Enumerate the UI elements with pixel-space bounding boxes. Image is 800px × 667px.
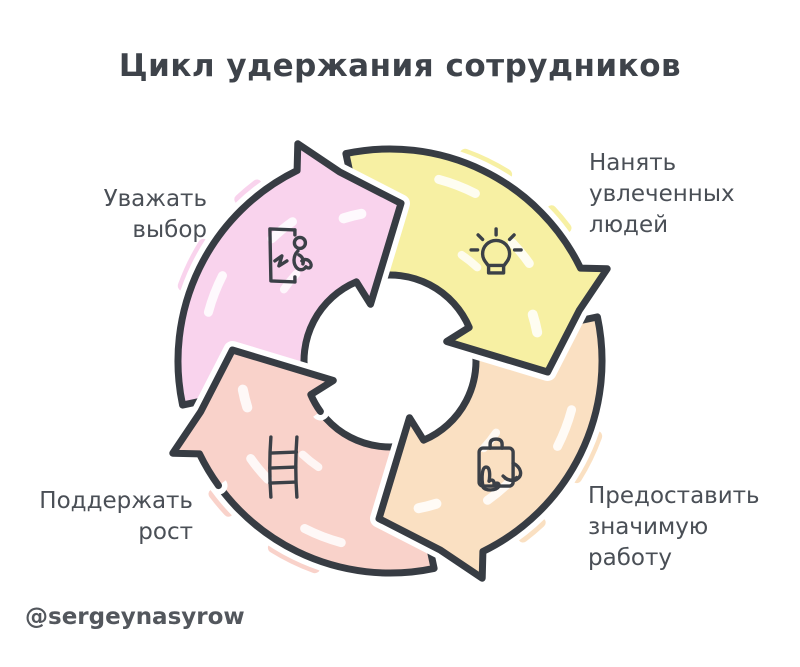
watermark: @sergeynasyrow [25,604,245,630]
label-hire: Нанять увлеченных людей [589,150,735,238]
segment-respect-choice [174,140,405,409]
label-meaningful-work: Предоставить значимую работу [588,483,760,571]
page-title: Цикл удержания сотрудников [118,48,682,84]
segment-hire [342,145,611,376]
segment-head-support-growth [172,350,334,486]
label-support-growth: Поддержать рост [39,488,193,545]
label-respect-choice: Уважать выбор [103,186,207,243]
